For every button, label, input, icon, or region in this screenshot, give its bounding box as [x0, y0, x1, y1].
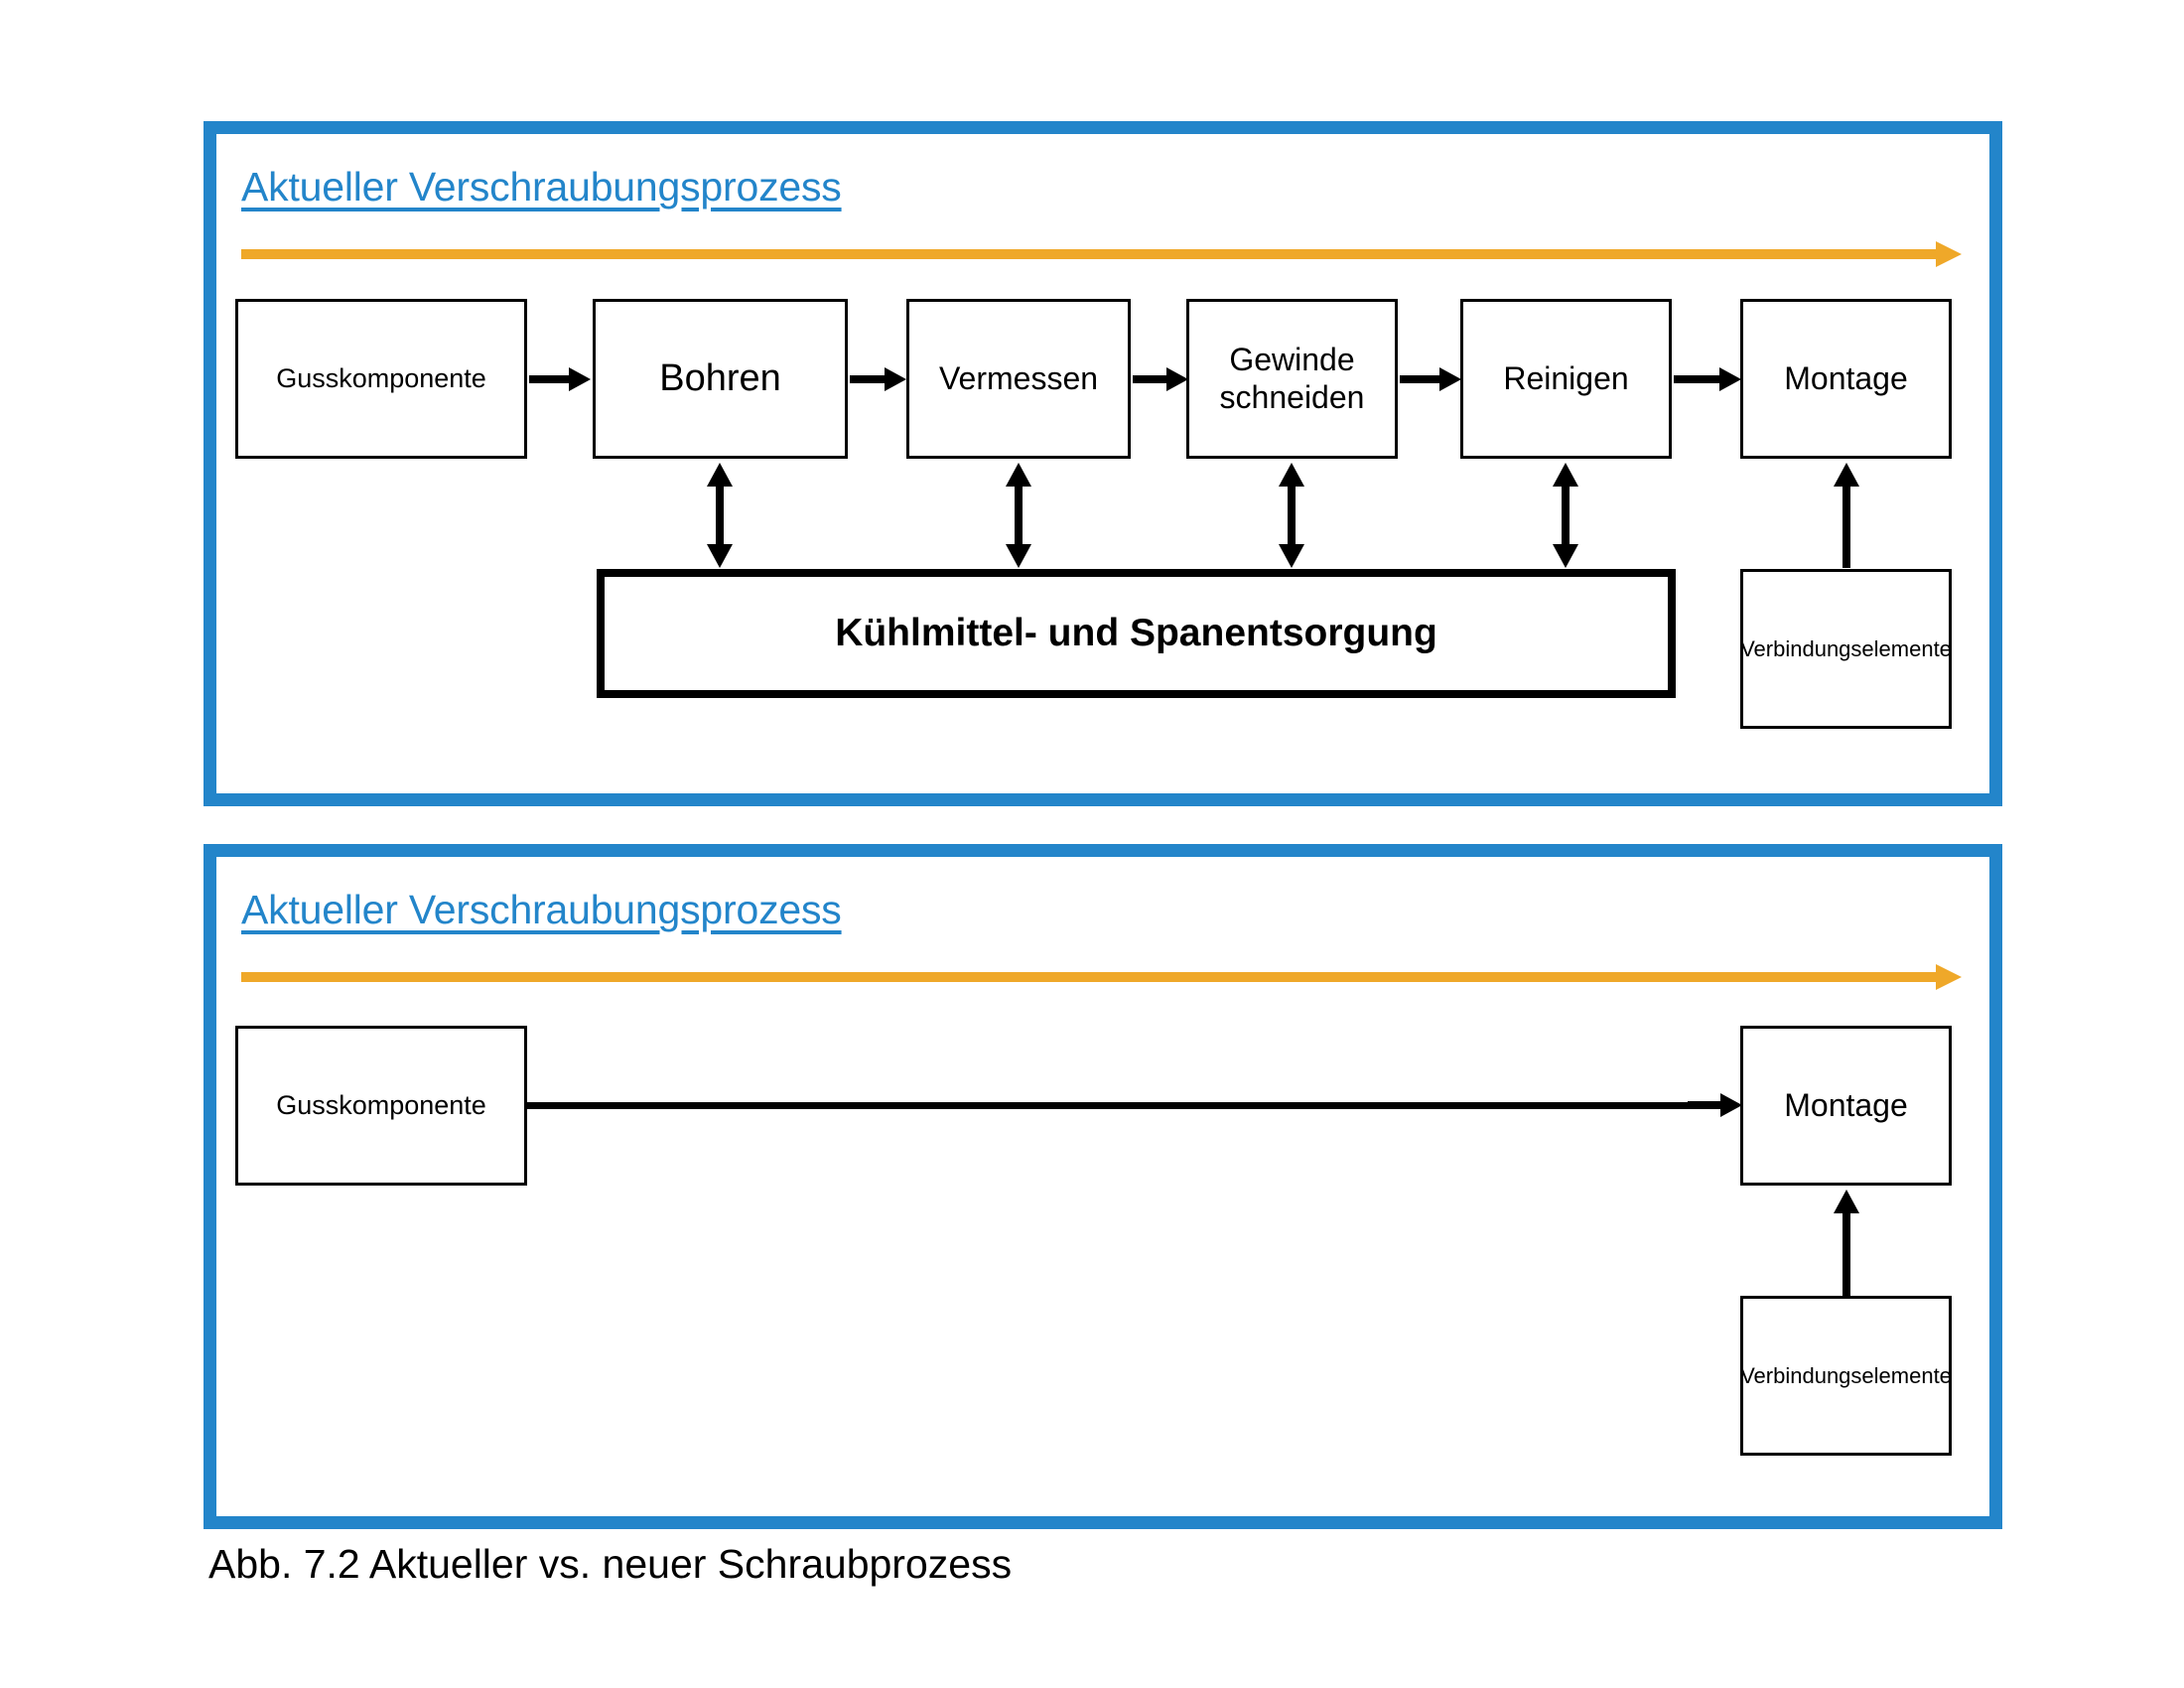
arrow-head-down-icon [1006, 544, 1031, 568]
process-step-gusskomponente-new: Gusskomponente [235, 1026, 527, 1186]
panel-current-process [204, 121, 2002, 806]
support-system-coolant-chip-disposal: Kühlmittel- und Spanentsorgung [597, 569, 1676, 698]
support-system-label: Kühlmittel- und Spanentsorgung [835, 612, 1437, 654]
flow-arrow-head-icon [1936, 964, 1962, 990]
bidirectional-arrow-gewindeschneiden [1279, 463, 1304, 568]
panel-current-process-title: Aktueller Verschraubungsprozess [241, 164, 842, 210]
arrow-shaft [1562, 483, 1570, 548]
connector-shaft [1133, 375, 1168, 383]
process-step-reinigen: Reinigen [1460, 299, 1672, 459]
arrow-shaft [716, 483, 724, 548]
connector-arrow-4 [1400, 367, 1461, 391]
bidirectional-arrow-bohren [707, 463, 733, 568]
panel-new-process-title: Aktueller Verschraubungsprozess [241, 887, 842, 932]
process-step-label: Montage [1784, 1086, 1908, 1123]
supply-box-label: Verbindungselemente [1740, 635, 1952, 661]
process-step-vermessen: Vermessen [906, 299, 1131, 459]
arrow-head-down-icon [1279, 544, 1304, 568]
process-step-label: Bohren [659, 357, 781, 400]
connector-arrow-1 [529, 367, 591, 391]
process-step-label: Gusskomponente [276, 1089, 486, 1120]
flow-arrow-shaft [241, 972, 1936, 982]
connector-shaft [1688, 1101, 1722, 1109]
bidirectional-arrow-vermessen [1006, 463, 1031, 568]
supply-arrow-verbindungselemente-new [1834, 1190, 1859, 1297]
connector-arrow-5 [1674, 367, 1741, 391]
supply-box-verbindungselemente-current: Verbindungselemente [1740, 569, 1952, 729]
connector-arrow-head-icon [885, 367, 906, 391]
process-step-montage: Montage [1740, 299, 1952, 459]
connector-arrow-head-icon [1719, 367, 1741, 391]
arrow-head-down-icon [707, 544, 733, 568]
arrow-shaft [1288, 483, 1296, 548]
arrow-shaft [1843, 1209, 1850, 1297]
long-connector-line [527, 1102, 1718, 1109]
process-step-gewindeschneiden: Gewinde schneiden [1186, 299, 1398, 459]
process-step-label: Reinigen [1503, 359, 1629, 396]
figure-caption: Abb. 7.2 Aktueller vs. neuer Schraubproz… [208, 1541, 1013, 1587]
connector-shaft [529, 375, 571, 383]
connector-shaft [1400, 375, 1441, 383]
process-step-gusskomponente: Gusskomponente [235, 299, 527, 459]
process-step-label: Vermessen [938, 359, 1099, 396]
connector-arrow-head-icon [1439, 367, 1461, 391]
arrow-shaft [1843, 483, 1850, 568]
connector-shaft [850, 375, 887, 383]
connector-arrow-3 [1133, 367, 1188, 391]
arrow-shaft [1015, 483, 1023, 548]
panel-new-process [204, 844, 2002, 1529]
arrow-head-down-icon [1553, 544, 1578, 568]
supply-arrow-verbindungselemente-current [1834, 463, 1859, 568]
supply-box-verbindungselemente-new: Verbindungselemente [1740, 1296, 1952, 1456]
process-step-label: Montage [1784, 359, 1908, 396]
flow-arrow-shaft [241, 249, 1936, 259]
flow-arrow-head-icon [1936, 241, 1962, 267]
connector-arrow-head-icon [1166, 367, 1188, 391]
connector-arrow-2 [850, 367, 906, 391]
process-step-bohren: Bohren [593, 299, 848, 459]
flow-direction-arrow-current [241, 241, 1962, 267]
bidirectional-arrow-reinigen [1553, 463, 1578, 568]
supply-box-label: Verbindungselemente [1740, 1362, 1952, 1388]
long-connector-arrow-head [1688, 1093, 1742, 1117]
connector-arrow-head-icon [1720, 1093, 1742, 1117]
process-step-label: Gusskomponente [276, 362, 486, 393]
connector-shaft [1674, 375, 1721, 383]
process-step-label-line1: Gewinde [1229, 341, 1355, 377]
process-step-label-line2: schneiden [1219, 378, 1365, 415]
flow-direction-arrow-new [241, 964, 1962, 990]
connector-arrow-head-icon [569, 367, 591, 391]
process-step-montage-new: Montage [1740, 1026, 1952, 1186]
